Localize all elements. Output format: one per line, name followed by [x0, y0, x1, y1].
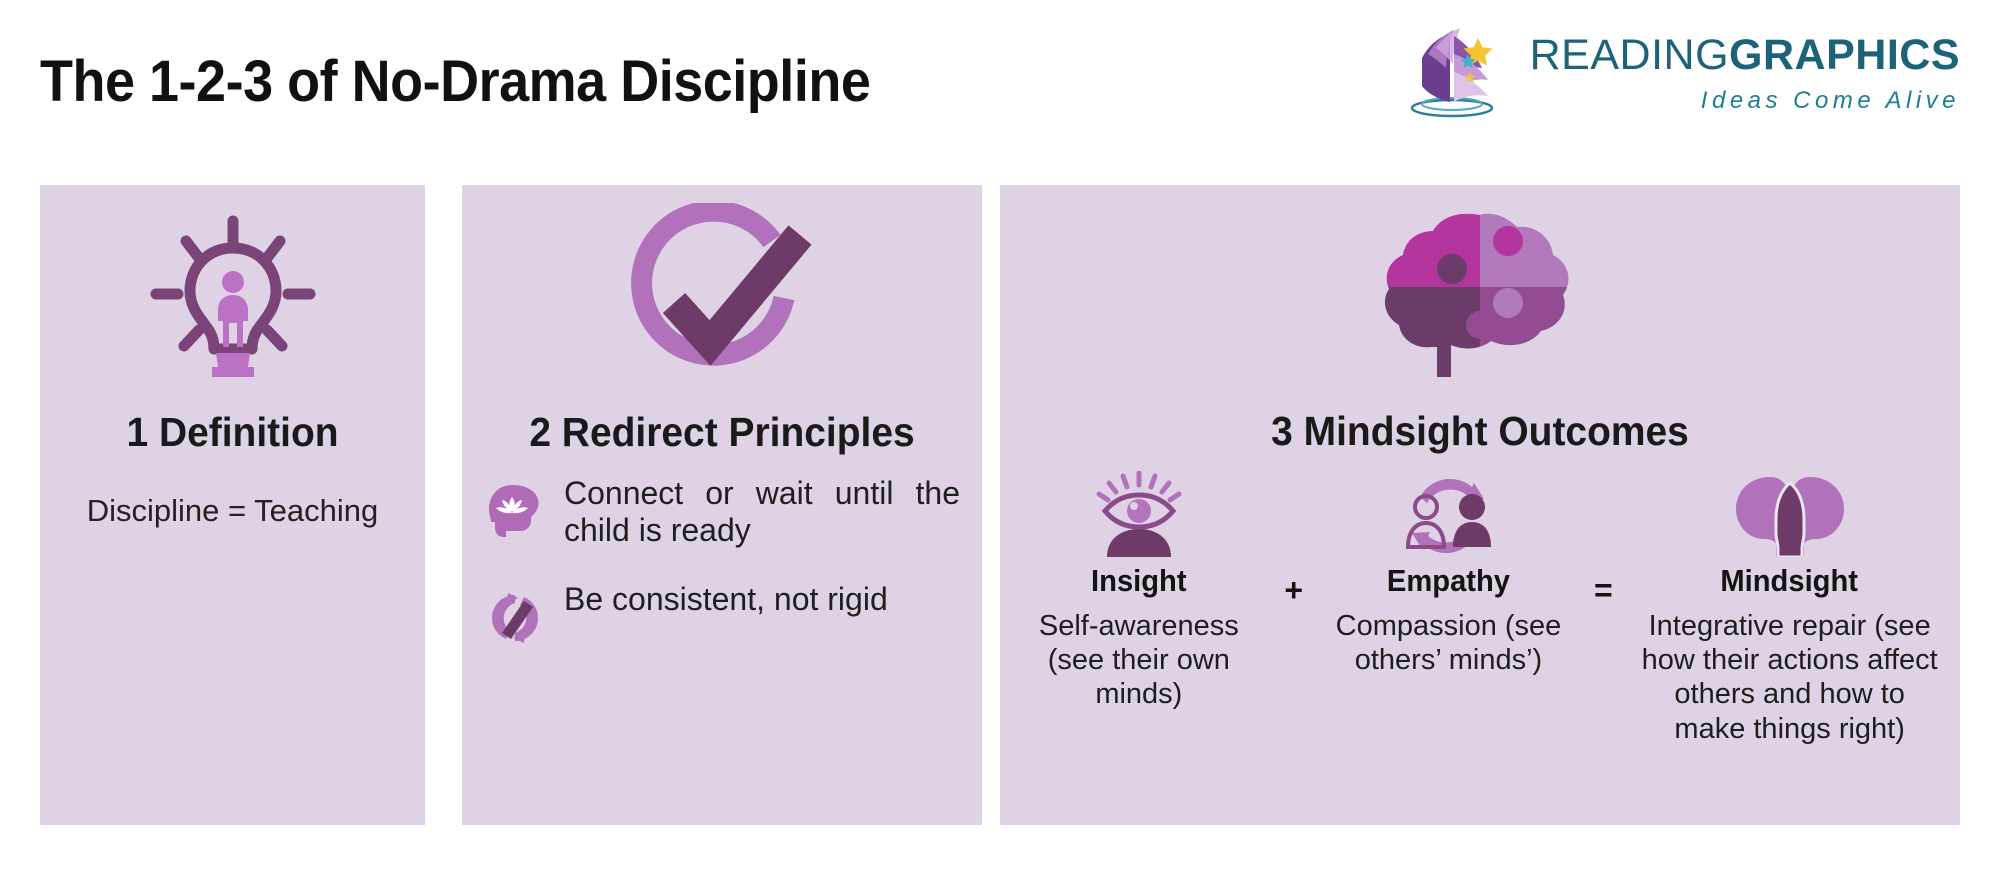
list-item: Be consistent, not rigid — [484, 581, 960, 649]
outcome-empathy: Empathy Compassion (see others’ minds’) — [1330, 471, 1568, 677]
logo-text-block: READINGGRAPHICS Ideas Come Alive — [1530, 30, 1960, 115]
panel-1-heading: 1 Definition — [126, 409, 339, 455]
operator-plus: + — [1284, 572, 1303, 608]
open-book-with-stars-logo-icon — [1406, 24, 1516, 120]
cycle-arrows-slash-icon — [484, 587, 546, 649]
outcome-name: Insight — [1091, 563, 1187, 598]
mindsight-equation: Insight Self-awareness (see their own mi… — [1020, 470, 1940, 746]
panel-2-heading: 2 Redirect Principles — [529, 409, 915, 455]
readinggraphics-logo: READINGGRAPHICS Ideas Come Alive — [1406, 24, 1960, 120]
operator-equals: = — [1593, 572, 1613, 608]
logo-wordmark: READINGGRAPHICS — [1529, 30, 1960, 79]
puzzle-brain-icon — [1375, 207, 1585, 382]
list-item: Connect or wait until the child is ready — [484, 475, 960, 549]
logo-word-reading: READING — [1529, 30, 1730, 79]
lightbulb-with-person-icon — [138, 215, 328, 385]
logo-tagline: Ideas Come Alive — [1700, 86, 1960, 114]
panel-1-body-text: Discipline = Teaching — [86, 493, 379, 528]
outcome-mindsight: Mindsight Integrative repair (see how th… — [1639, 471, 1940, 746]
list-item-label: Be consistent, not rigid — [564, 580, 888, 617]
circle-checkmark-icon — [622, 200, 822, 393]
head-with-lotus-icon — [484, 481, 546, 543]
page-title: The 1-2-3 of No-Drama Discipline — [40, 49, 871, 114]
panel-definition: 1 Definition Discipline = Teaching — [40, 185, 425, 825]
outcome-insight: Insight Self-awareness (see their own mi… — [1020, 470, 1258, 712]
eye-above-head-icon — [1079, 470, 1199, 557]
redirect-principles-list: Connect or wait until the child is ready… — [484, 475, 960, 681]
outcome-description: Integrative repair (see how their action… — [1641, 610, 1938, 745]
outcome-name: Mindsight — [1720, 563, 1859, 598]
panel-3-heading: 3 Mindsight Outcomes — [1271, 408, 1689, 454]
two-heads-facing-icon — [1730, 471, 1850, 559]
panel-redirect-principles: 2 Redirect Principles Connect or wait un… — [462, 185, 982, 825]
outcome-description: Compassion (see others’ minds’) — [1335, 610, 1562, 677]
logo-word-graphics: GRAPHICS — [1729, 30, 1960, 79]
list-item-label: Connect or wait until the child is ready — [564, 475, 960, 548]
outcome-name: Empathy — [1386, 563, 1511, 598]
panel-mindsight-outcomes: 3 Mindsight Outcomes — [1000, 185, 1960, 825]
two-people-cycle-arrows-icon — [1388, 471, 1508, 557]
outcome-description: Self-awareness (see their own minds) — [1038, 610, 1239, 711]
